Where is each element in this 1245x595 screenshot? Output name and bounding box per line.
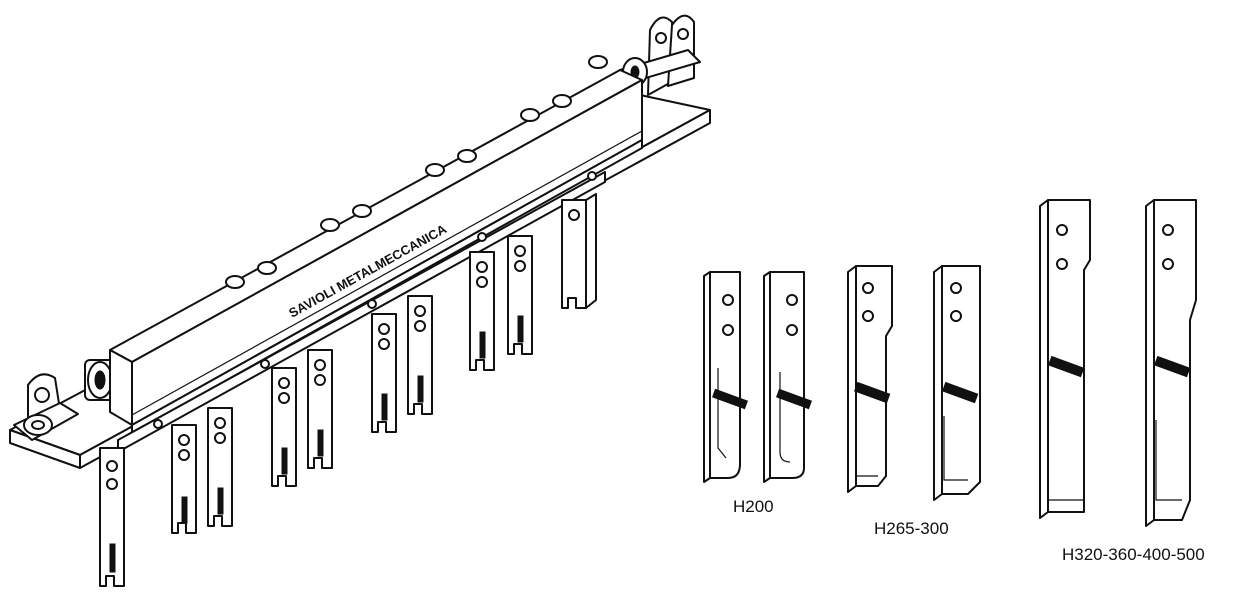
plates-h320-500 — [1039, 199, 1197, 527]
label-h200: H200 — [733, 497, 774, 516]
left-bracket — [13, 373, 79, 441]
hanging-plates — [99, 193, 597, 587]
plates-h200 — [703, 271, 812, 483]
plates-h265-300 — [847, 265, 981, 501]
label-h320-360-400-500: H320-360-400-500 — [1062, 545, 1205, 564]
main-beam — [109, 69, 643, 434]
gear-knobs — [225, 55, 608, 289]
right-bracket — [619, 14, 701, 96]
label-h265-300: H265-300 — [874, 519, 949, 538]
